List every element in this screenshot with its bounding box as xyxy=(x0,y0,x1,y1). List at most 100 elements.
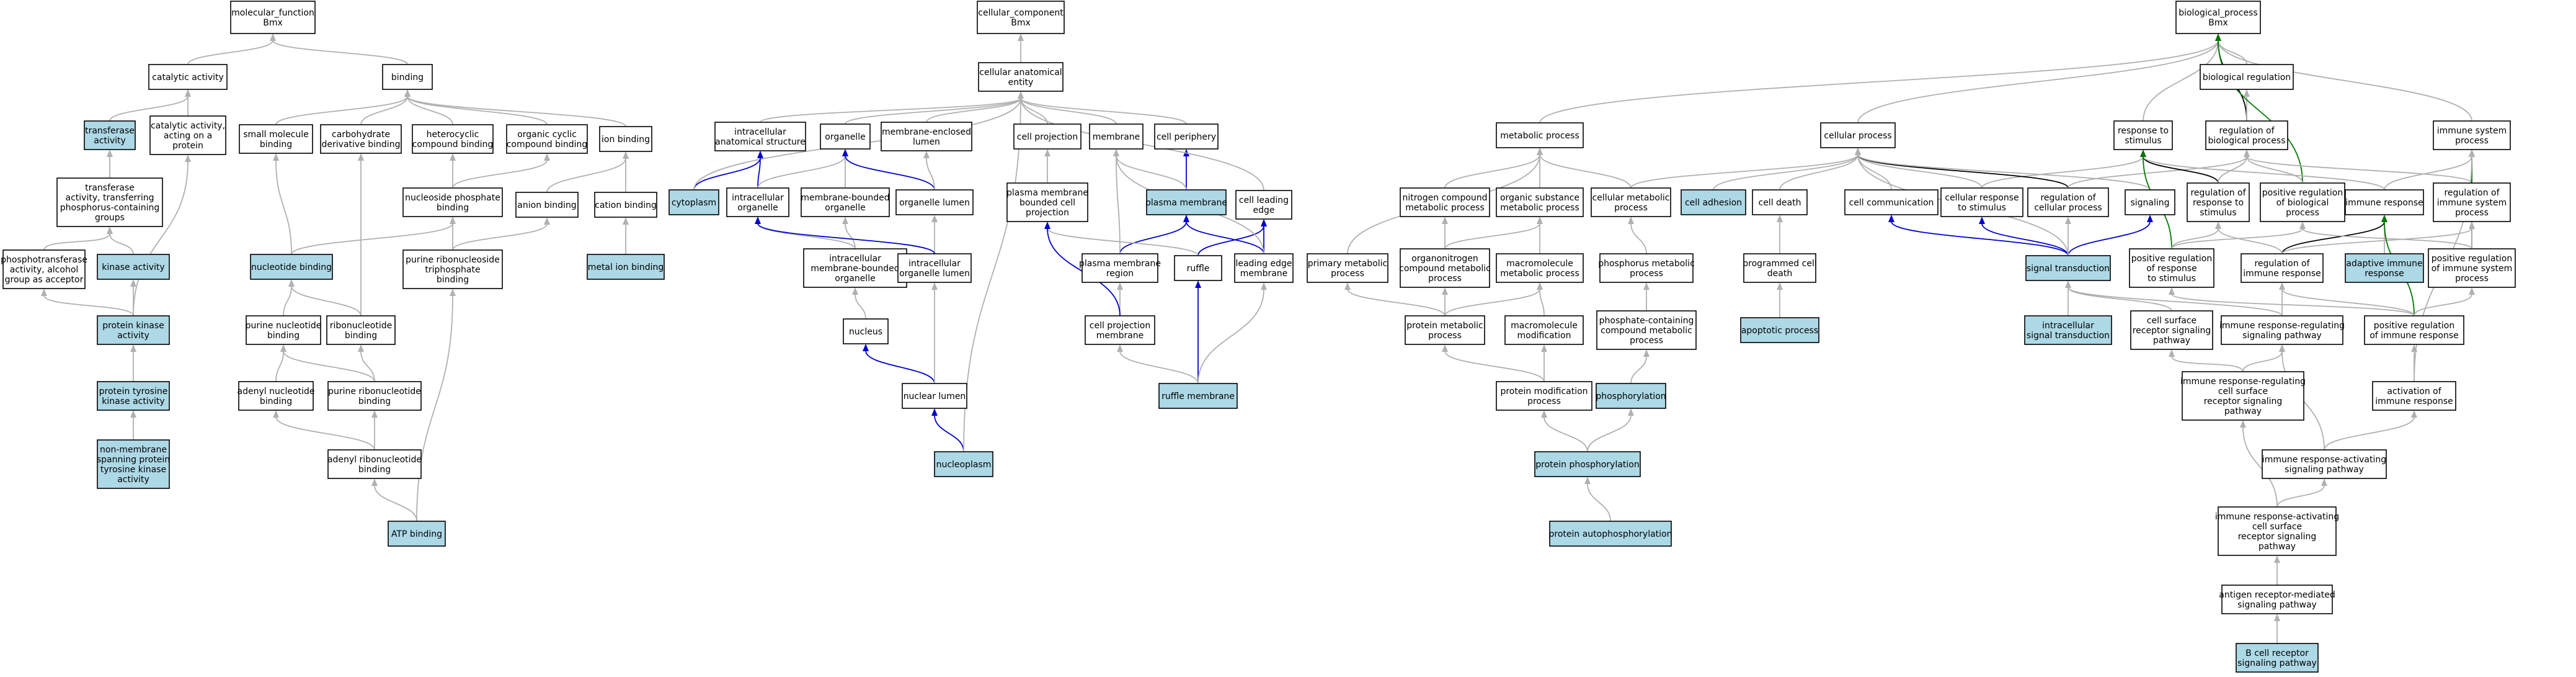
go-term-phosphorylation[interactable]: phosphorylation xyxy=(1596,383,1666,409)
go-term-cation[interactable]: cation binding xyxy=(594,192,657,218)
go-term-cellular-process[interactable]: cellular process xyxy=(1820,122,1896,148)
go-term-ruffle-membrane[interactable]: ruffle membrane xyxy=(1158,383,1238,409)
go-term-ruffle[interactable]: ruffle xyxy=(1174,255,1222,281)
go-term-signaling[interactable]: signaling xyxy=(2125,189,2175,215)
go-term-plasma-membrane[interactable]: plasma membrane xyxy=(1145,189,1227,215)
go-term-catalytic[interactable]: catalytic activity xyxy=(148,64,228,90)
go-term-cell-periphery[interactable]: cell periphery xyxy=(1154,123,1219,150)
go-term-protein-phosphorylation[interactable]: protein phosphorylation xyxy=(1534,451,1641,477)
go-term-metabolic[interactable]: metabolic process xyxy=(1496,122,1584,148)
go-term-cell-death[interactable]: cell death xyxy=(1752,189,1808,215)
go-term-metal-ion[interactable]: metal ion binding xyxy=(587,254,665,280)
go-term-immune-response[interactable]: immune response xyxy=(2345,189,2424,215)
go-term-anion[interactable]: anion binding xyxy=(515,192,579,218)
go-term-cell-projection[interactable]: cell projection xyxy=(1013,123,1081,150)
go-term-organelle-lumen[interactable]: organelle lumen xyxy=(895,189,974,215)
go-term-signal-transduction[interactable]: signal transduction xyxy=(2025,255,2111,281)
go-term-organelle[interactable]: organelle xyxy=(820,123,871,150)
go-term-nuclear-lumen[interactable]: nuclear lumen xyxy=(902,383,967,409)
go-term-nucleotide-binding[interactable]: nucleotide binding xyxy=(250,254,333,280)
go-term-cell-communication[interactable]: cell communication xyxy=(1844,189,1939,215)
go-term-kinase[interactable]: kinase activity xyxy=(97,254,170,280)
go-term-nucleus[interactable]: nucleus xyxy=(843,318,889,344)
go-term-binding[interactable]: binding xyxy=(382,64,433,90)
go-term-cell-adhesion[interactable]: cell adhesion xyxy=(1681,189,1746,215)
go-term-bio-reg[interactable]: biological regulation xyxy=(2200,64,2294,90)
go-term-apoptotic[interactable]: apoptotic process xyxy=(1740,317,1819,343)
go-term-membrane[interactable]: membrane xyxy=(1089,123,1144,150)
go-term-protein-autophos[interactable]: protein autophosphorylation xyxy=(1549,521,1672,547)
go-term-nucleoplasm[interactable]: nucleoplasm xyxy=(934,451,993,477)
go-term-atp-binding[interactable]: ATP binding xyxy=(388,521,446,547)
go-term-ion-binding[interactable]: ion binding xyxy=(599,126,652,152)
go-term-cytoplasm[interactable]: cytoplasm xyxy=(668,189,719,215)
